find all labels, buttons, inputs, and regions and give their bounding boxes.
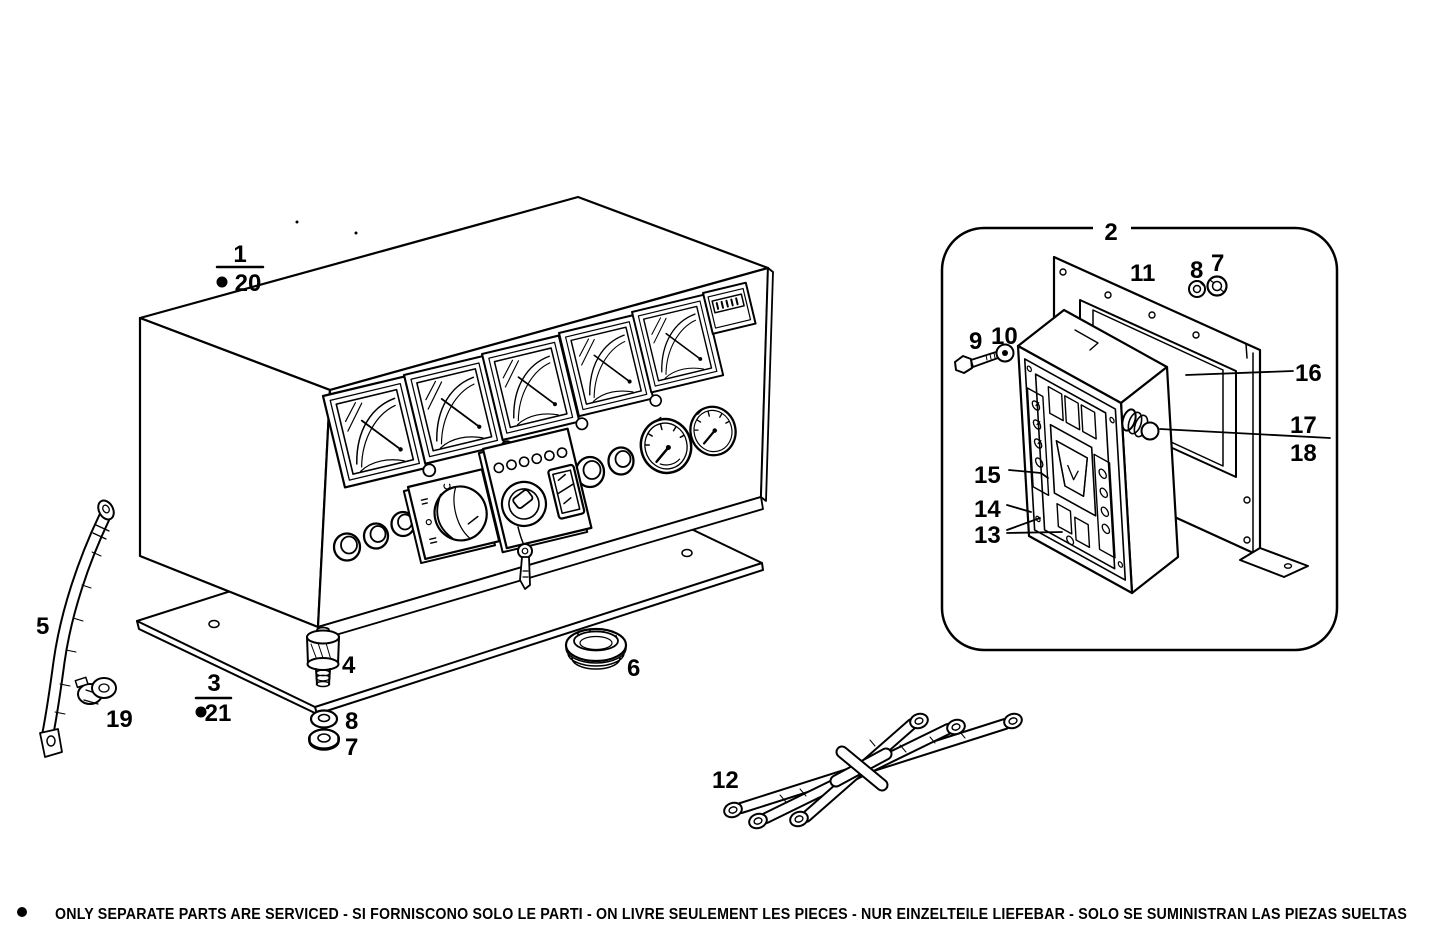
toggle-strip-right (1094, 454, 1115, 558)
ring-terminal (909, 712, 929, 730)
callout-8b: 8 (345, 708, 358, 735)
callout-3-21: 3 21 (194, 670, 233, 727)
callout-17: 17 (1290, 412, 1317, 439)
callout-21: 21 (205, 700, 232, 727)
indicator-lamp (362, 522, 390, 550)
callout-10: 10 (991, 323, 1018, 350)
battery-harness (723, 712, 1023, 830)
callout-7b: 7 (345, 734, 358, 761)
bracket-flange (1239, 547, 1309, 578)
callouts: 1 20 3 21 2 4 5 6 8 7 19 12 11 8 7 9 10 … (36, 219, 1322, 794)
round-gauge-2 (689, 405, 737, 457)
callout-16: 16 (1295, 360, 1322, 387)
callout-19: 19 (106, 706, 133, 733)
led-lamp (531, 453, 543, 465)
ring-terminal (748, 812, 768, 830)
callout-12: 12 (712, 767, 739, 794)
indicator-lamp (574, 455, 606, 489)
serviced-dot (216, 276, 228, 288)
footer-bullet (17, 907, 27, 917)
mounting-foot (306, 626, 340, 688)
panel-key (517, 526, 533, 590)
callout-1: 1 (233, 241, 246, 268)
lock-washer (995, 343, 1015, 363)
plate-hole (681, 548, 693, 558)
led-lamp (543, 450, 555, 462)
ring-terminal (723, 801, 743, 819)
callout-18: 18 (1290, 440, 1317, 467)
ring-terminal (1003, 712, 1023, 730)
device-knob (1121, 408, 1160, 441)
ring-terminal (97, 499, 115, 521)
callout-14: 14 (974, 496, 1001, 523)
toggle-strip-left (1027, 388, 1048, 495)
flat-terminal (39, 728, 63, 758)
led-lamp (493, 462, 505, 474)
led-lamp (518, 456, 530, 468)
analog-meter-2 (402, 354, 514, 465)
callout-15: 15 (974, 462, 1001, 489)
analog-meter-4 (557, 314, 662, 418)
callout-20: 20 (235, 270, 262, 297)
ring-terminal (946, 718, 966, 736)
callout-3: 3 (207, 670, 220, 697)
round-gauge-1 (639, 416, 693, 475)
washer (1188, 280, 1206, 298)
bolt (954, 351, 999, 374)
callout-11: 11 (1130, 260, 1155, 287)
callout-1-20: 1 20 (215, 241, 265, 297)
nut (307, 728, 341, 751)
callout-8: 8 (1190, 257, 1203, 284)
rotary-switch (402, 468, 501, 565)
callout-4: 4 (342, 652, 356, 679)
inset-assembly (954, 257, 1331, 593)
callout-13: 13 (974, 522, 1001, 549)
plate-hole (208, 619, 220, 629)
indicator-lamp (607, 446, 635, 476)
grommet-cap (564, 627, 628, 670)
box-right-edge (760, 267, 774, 502)
callout-6: 6 (627, 655, 640, 682)
hour-counter (702, 281, 757, 335)
meter-screw (649, 394, 662, 407)
led-lamp (556, 447, 568, 459)
battery-clamp (74, 676, 117, 705)
callout-9: 9 (969, 328, 982, 355)
callout-7: 7 (1211, 250, 1224, 277)
footer: ONLY SEPARATE PARTS ARE SERVICED - SI FO… (17, 906, 1407, 923)
footer-note: ONLY SEPARATE PARTS ARE SERVICED - SI FO… (55, 906, 1407, 923)
leader-lines (1006, 370, 1331, 534)
callout-5: 5 (36, 613, 49, 640)
analog-meter-5 (631, 293, 725, 394)
main-rocker (1050, 425, 1095, 516)
inset-frame (940, 214, 1339, 652)
led-lamp (506, 459, 517, 471)
control-panel-box (138, 195, 774, 640)
washer (309, 709, 339, 729)
serviced-dot (195, 706, 207, 718)
breaker-device (1018, 310, 1178, 593)
callout-2: 2 (1104, 219, 1117, 246)
rocker-switch (547, 463, 586, 520)
key-switch-plate (477, 427, 593, 554)
nut (1206, 275, 1228, 297)
indicator-lamp (332, 532, 362, 562)
ground-cable (39, 499, 115, 758)
meter-screw (422, 463, 437, 478)
ring-terminal (789, 810, 809, 828)
meter-screw (575, 417, 589, 431)
